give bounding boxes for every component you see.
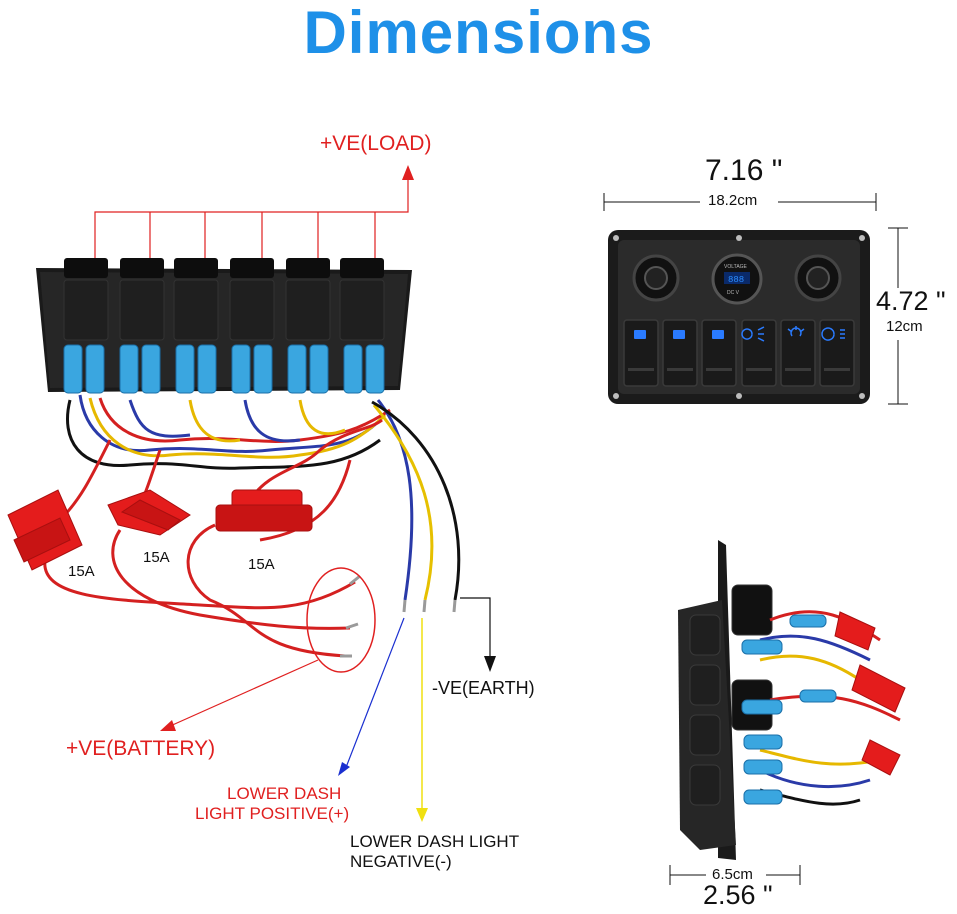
width-dimension-line xyxy=(603,193,877,211)
side-view xyxy=(678,540,906,860)
lower-positive-line1: LOWER DASH xyxy=(227,784,342,803)
load-arrow-icon xyxy=(402,165,414,180)
height-cm: 12cm xyxy=(886,318,923,335)
fuse-wires xyxy=(43,418,383,658)
page-title: Dimensions xyxy=(303,0,654,66)
fuse-label-1: 15A xyxy=(68,563,95,580)
front-panel: 888 VOLTAGE DC V xyxy=(608,230,870,404)
fuse-holder-2 xyxy=(107,489,191,536)
width-cm: 18.2cm xyxy=(708,192,758,209)
load-label: +VE(LOAD) xyxy=(320,132,432,155)
svg-text:888: 888 xyxy=(728,275,744,285)
height-inches: 4.72 " xyxy=(876,286,946,316)
fuse-label-3: 15A xyxy=(248,556,275,573)
battery-callout-circle xyxy=(306,567,376,673)
fuse-holder-1 xyxy=(7,489,83,571)
lower-dash-negative-label: LOWER DASH LIGHT NEGATIVE(-) xyxy=(350,832,519,872)
battery-arrow-icon xyxy=(160,720,176,731)
width-inches: 7.16 " xyxy=(705,154,783,187)
depth-cm: 6.5cm xyxy=(712,866,753,883)
fuse-label-2: 15A xyxy=(143,549,170,566)
blue-connectors xyxy=(63,344,385,394)
depth-dimension-line xyxy=(669,865,801,885)
earth-label: -VE(EARTH) xyxy=(432,678,535,698)
lower-dash-positive-label: LOWER DASH LIGHT POSITIVE(+) xyxy=(195,784,349,824)
depth-inches: 2.56 " xyxy=(703,880,773,910)
lower-negative-line1: LOWER DASH LIGHT xyxy=(350,832,520,851)
earth-arrow-icon xyxy=(484,656,496,672)
voltmeter-sub: DC V xyxy=(727,290,740,296)
battery-label: +VE(BATTERY) xyxy=(66,737,216,760)
fuse-holder-3 xyxy=(215,489,313,532)
wire-tips xyxy=(340,574,457,658)
voltmeter-label: VOLTAGE xyxy=(724,264,748,270)
lower-negative-line2: NEGATIVE(-) xyxy=(350,852,452,871)
lower-positive-line2: LIGHT POSITIVE(+) xyxy=(195,804,350,823)
height-dimension-line xyxy=(888,227,908,405)
lower-positive-arrow-icon xyxy=(338,762,350,776)
exit-wires xyxy=(371,399,461,601)
lower-negative-arrow-icon xyxy=(416,808,428,822)
wire-bundle xyxy=(66,394,391,470)
